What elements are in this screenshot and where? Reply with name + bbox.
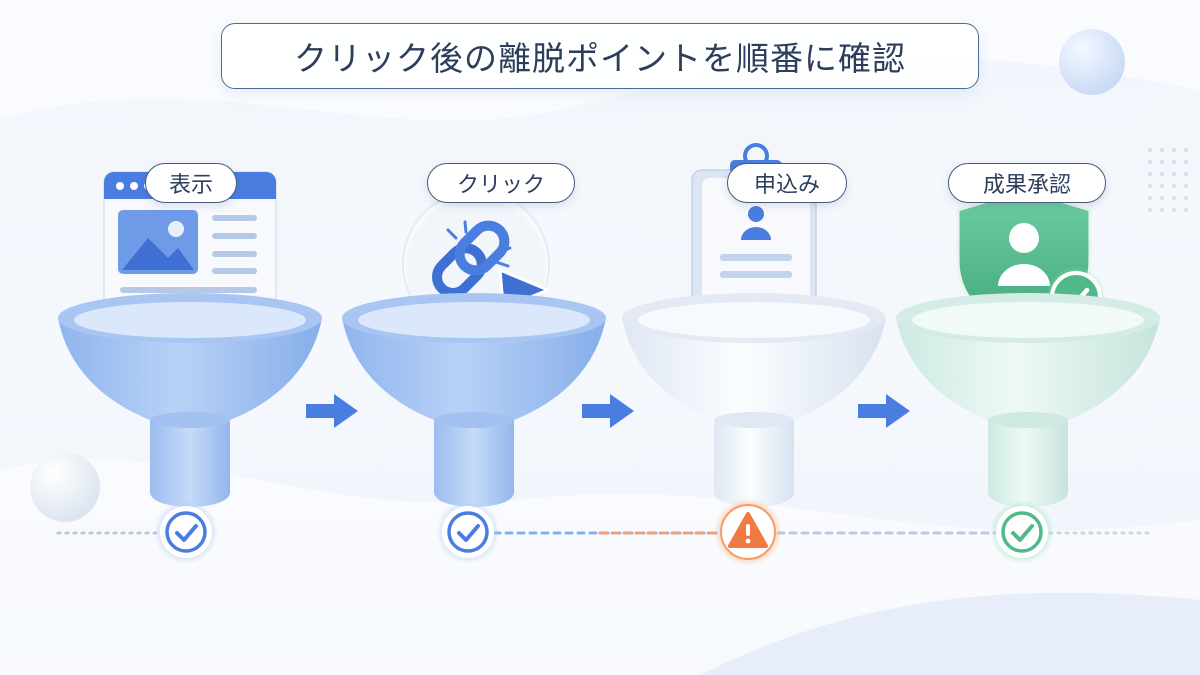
funnel-1 — [58, 293, 322, 507]
title-box: クリック後の離脱ポイントを順番に確認 — [221, 23, 979, 89]
stage-label-2: クリック — [427, 163, 575, 203]
check-circle-icon — [436, 500, 500, 564]
stage-label-4: 成果承認 — [948, 163, 1106, 203]
warning-triangle-icon — [714, 498, 782, 566]
arrow-right-icon — [306, 394, 358, 428]
page-title: クリック後の離脱ポイントを順番に確認 — [294, 39, 906, 78]
funnel-2 — [342, 293, 606, 507]
check-circle-icon — [990, 500, 1054, 564]
stage-2 — [342, 190, 606, 564]
application-form-icon — [691, 143, 817, 329]
funnel-3 — [622, 293, 886, 507]
funnel-4 — [896, 293, 1160, 507]
stage-label-1: 表示 — [145, 163, 237, 203]
stage-label-3: 申込み — [727, 163, 847, 203]
arrow-right-icon — [858, 394, 910, 428]
arrow-right-icon — [582, 394, 634, 428]
check-circle-icon — [154, 500, 218, 564]
stage-3 — [622, 143, 886, 566]
stage-4 — [896, 188, 1160, 564]
stage-1 — [58, 171, 322, 564]
